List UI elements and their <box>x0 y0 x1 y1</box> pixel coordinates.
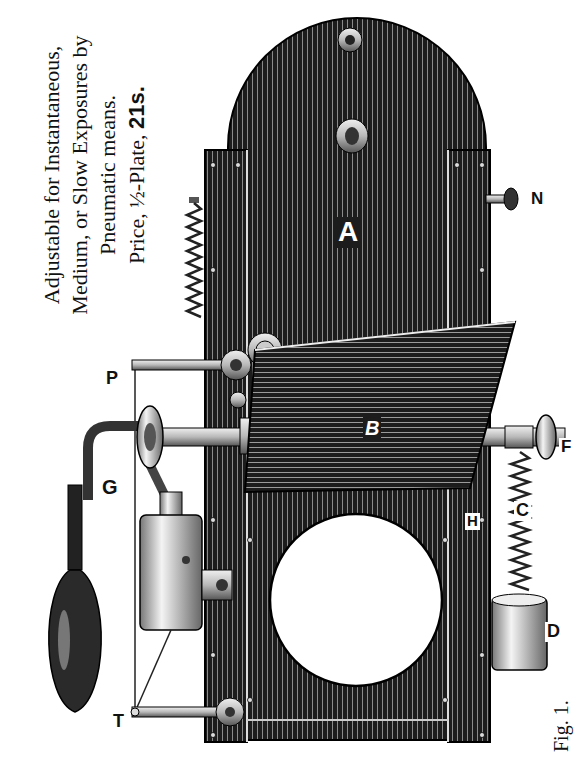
callout-letter: T <box>111 712 126 732</box>
callout-letter: D <box>545 622 562 642</box>
lens-opening <box>270 514 442 686</box>
price-text: Price, ½-Plate, <box>124 134 149 264</box>
callout-letter: H <box>465 513 480 530</box>
callout-letter: P <box>104 369 120 389</box>
figure-caption: Fig. 1. <box>550 700 573 752</box>
weight <box>492 598 547 670</box>
callout-letter: B <box>363 417 381 439</box>
callout-letter: G <box>100 476 120 498</box>
air-tube <box>88 426 138 500</box>
shutter-flap <box>245 322 515 492</box>
wheel <box>137 406 163 468</box>
callout-letter: C <box>514 501 531 521</box>
rotated-note: Adjustable for Instantaneous, Medium, or… <box>38 14 152 336</box>
price-value: 21s. <box>124 86 149 129</box>
cord <box>134 365 136 712</box>
callout-letter: F <box>559 438 573 457</box>
description: Adjustable for Instantaneous, Medium, or… <box>38 14 122 336</box>
callout-letter: N <box>529 190 545 209</box>
knob <box>536 415 556 459</box>
rubber-bulb <box>49 570 101 712</box>
callout-letter: A <box>336 217 360 248</box>
spring <box>187 203 201 317</box>
price-line: Price, ½-Plate, 21s. <box>122 14 152 336</box>
pneumatic-cylinder <box>140 515 202 630</box>
